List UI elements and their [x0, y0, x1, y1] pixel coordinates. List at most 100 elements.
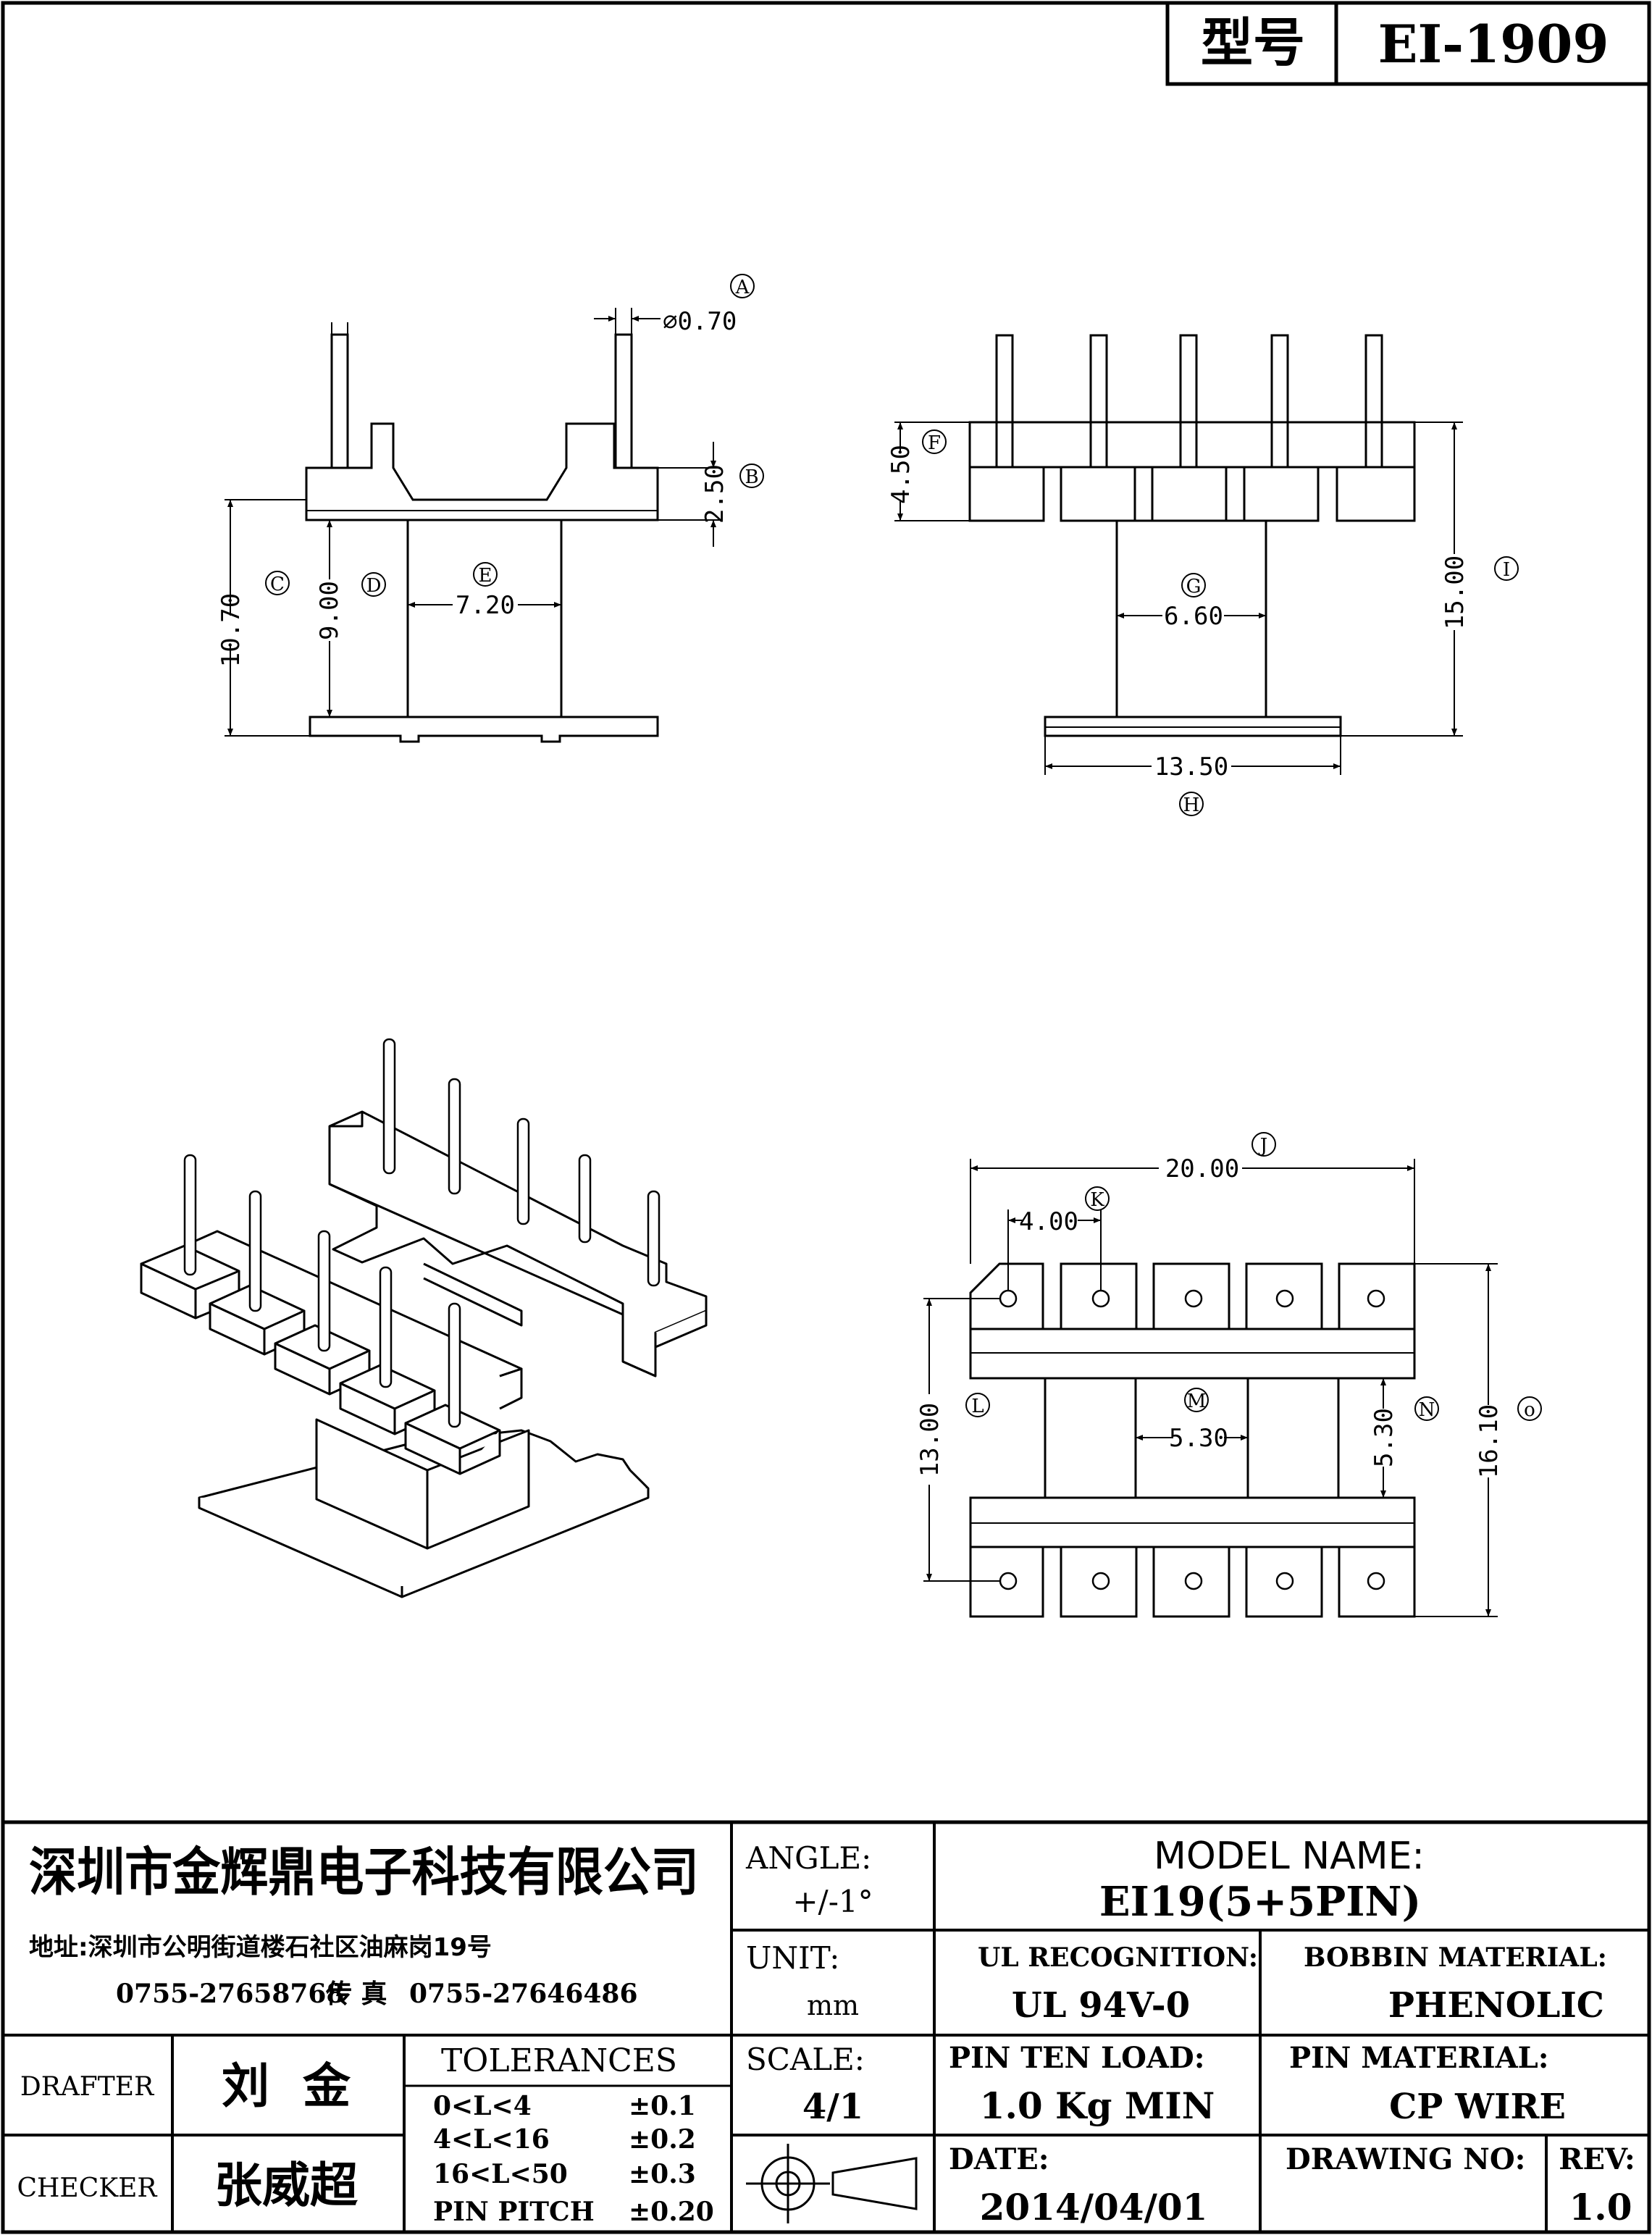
svg-text:G: G: [1186, 576, 1202, 597]
marker-n: N: [1414, 1396, 1439, 1421]
svg-text:D: D: [366, 575, 382, 597]
svg-text:H: H: [1183, 794, 1200, 816]
dim-flange-height: 2.50: [700, 464, 729, 524]
svg-text:J: J: [1258, 1135, 1267, 1157]
dim-total-depth: 16.10: [1475, 1404, 1504, 1478]
tolerances-label: TOLERANCES: [441, 2042, 677, 2079]
front-view-dimensions: [225, 308, 721, 737]
scale-value: 4/1: [802, 2087, 863, 2127]
svg-text:±0.20: ±0.20: [629, 2197, 714, 2227]
dim-side-total-height: 15.00: [1441, 555, 1469, 629]
top-view-dimensions: [923, 1159, 1498, 1617]
unit-label: UNIT:: [746, 1940, 839, 1976]
svg-text:F: F: [928, 432, 941, 454]
header-model-label: 型号: [1201, 12, 1305, 73]
dim-window-height: 5.30: [1370, 1408, 1399, 1467]
dim-pin-diameter: ⌀0.70: [663, 307, 737, 336]
drawing-no-label: DRAWING NO:: [1286, 2142, 1525, 2176]
svg-text:M: M: [1187, 1391, 1207, 1412]
top-view-labels: 20.00 4.00 13.00 5.30 5.30 16.10 J K L M…: [915, 1132, 1542, 1478]
angle-label: ANGLE:: [745, 1840, 871, 1876]
ul-label: UL RECOGNITION:: [978, 1942, 1258, 1973]
dim-total-height: 10.70: [217, 593, 246, 667]
svg-text:C: C: [270, 574, 285, 595]
marker-g: G: [1181, 573, 1206, 597]
dim-top-core-width: 5.30: [1169, 1424, 1228, 1453]
marker-a: A: [730, 274, 755, 298]
svg-text:A: A: [735, 277, 750, 298]
company-address: 地址:深圳市公明街道楼石社区油麻岗19号: [29, 1933, 492, 1962]
marker-h: H: [1179, 792, 1204, 816]
dim-core-height: 9.00: [315, 581, 344, 640]
marker-k: K: [1085, 1186, 1110, 1211]
projection-symbol: [746, 2144, 918, 2223]
checker-label: CHECKER: [17, 2173, 157, 2203]
marker-l: L: [965, 1393, 990, 1417]
pin-load-value: 1.0 Kg MIN: [980, 2084, 1215, 2127]
svg-text:0<L<4: 0<L<4: [433, 2091, 532, 2121]
angle-value: +/-1°: [792, 1884, 873, 1919]
rev-label: REV:: [1559, 2142, 1635, 2176]
company-phone: 0755-27658768: [116, 1979, 345, 2009]
marker-e: E: [473, 562, 498, 587]
dim-pin-row-height: 4.50: [886, 445, 915, 504]
company-name: 深圳市金辉鼎电子科技有限公司: [29, 1842, 699, 1903]
pin-material-value: CP WIRE: [1389, 2087, 1566, 2127]
svg-text:16<L<50: 16<L<50: [433, 2159, 568, 2189]
bobbin-material-value: PHENOLIC: [1388, 1985, 1604, 2026]
marker-m: M: [1184, 1388, 1209, 1412]
header-model-value: EI-1909: [1378, 13, 1609, 75]
marker-c: C: [265, 571, 290, 595]
svg-text:L: L: [971, 1396, 984, 1417]
company-fax-label: 传 真: [325, 1979, 387, 2009]
marker-o: o: [1517, 1396, 1542, 1421]
dim-core-width: 7.20: [456, 591, 515, 620]
tolerance-row: 0<L<4 ±0.1: [433, 2091, 696, 2121]
svg-text:o: o: [1524, 1399, 1535, 1421]
isometric-view: [140, 1038, 708, 1598]
front-view-labels: ⌀0.70 2.50 10.70 9.00 7.20 A B C D E: [217, 274, 764, 667]
title-block: [3, 1820, 1649, 2232]
dim-pin-pitch: 4.00: [1019, 1207, 1078, 1236]
unit-value: mm: [807, 1989, 859, 2021]
drafter-name: 刘 金: [222, 2058, 351, 2114]
company-fax: 0755-27646486: [409, 1979, 638, 2009]
pin-load-label: PIN TEN LOAD:: [949, 2041, 1204, 2075]
drafter-label: DRAFTER: [20, 2072, 154, 2102]
marker-b: B: [739, 464, 764, 488]
svg-text:±0.1: ±0.1: [629, 2091, 696, 2121]
ul-value: UL 94V-0: [1012, 1985, 1190, 2026]
top-view: [969, 1262, 1416, 1618]
dim-side-core-width: 6.60: [1164, 602, 1223, 631]
model-name-value: EI19(5+5PIN): [1099, 1878, 1421, 1926]
marker-d: D: [361, 572, 386, 597]
tolerance-row: PIN PITCH ±0.20: [433, 2197, 714, 2227]
front-view: [305, 333, 659, 743]
side-view-dimensions: [894, 422, 1463, 775]
marker-j: J: [1251, 1132, 1276, 1157]
bobbin-material-label: BOBBIN MATERIAL:: [1304, 1942, 1607, 1973]
svg-text:I: I: [1503, 559, 1510, 581]
dim-row-spacing: 13.00: [915, 1403, 944, 1477]
title-block-text: 深圳市金辉鼎电子科技有限公司 地址:深圳市公明街道楼石社区油麻岗19号 0755…: [17, 1834, 1635, 2228]
svg-text:E: E: [479, 565, 492, 587]
dim-base-width: 13.50: [1154, 752, 1228, 781]
svg-text:PIN PITCH: PIN PITCH: [433, 2197, 595, 2227]
marker-i: I: [1494, 556, 1519, 581]
tolerance-row: 16<L<50 ±0.3: [433, 2159, 696, 2189]
side-view-labels: 4.50 6.60 15.00 13.50 F G H I: [886, 429, 1519, 816]
model-name-label: MODEL NAME:: [1154, 1834, 1425, 1878]
date-value: 2014/04/01: [980, 2186, 1208, 2228]
date-label: DATE:: [949, 2142, 1049, 2176]
svg-text:B: B: [745, 466, 758, 488]
tolerance-row: 4<L<16 ±0.2: [433, 2124, 696, 2155]
dim-total-width: 20.00: [1165, 1154, 1239, 1183]
side-view: [968, 334, 1416, 737]
svg-text:N: N: [1419, 1399, 1435, 1421]
marker-f: F: [922, 429, 947, 454]
svg-text:K: K: [1090, 1189, 1104, 1211]
scale-label: SCALE:: [746, 2042, 865, 2077]
rev-value: 1.0: [1569, 2186, 1632, 2228]
